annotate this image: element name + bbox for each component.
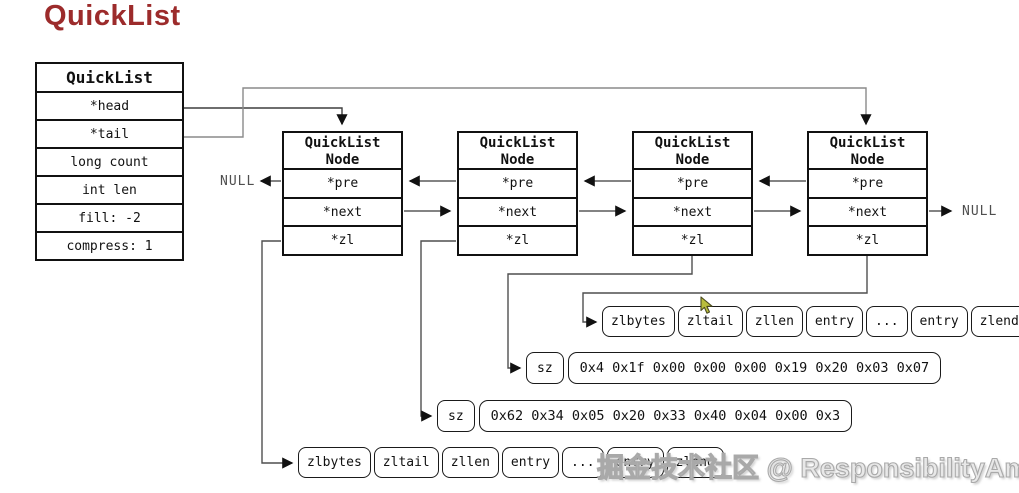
zip-cell-entry: entry: [606, 447, 664, 478]
node-title: QuickList Node: [809, 133, 926, 170]
zip-cell-zlend: zlend: [970, 306, 1019, 337]
quicklist-node-2: QuickList Node *pre *next *zl: [457, 131, 578, 256]
sz-label: sz: [437, 400, 475, 432]
ziplist-top-row: zlbytes zltail zllen entry ... entry zle…: [602, 306, 1019, 337]
node-row-pre: *pre: [851, 175, 884, 191]
quicklist-table-header: QuickList: [66, 68, 153, 87]
node-row-pre: *pre: [501, 175, 534, 191]
table-row-count: long count: [37, 147, 182, 175]
zip-cell-zllen: zllen: [441, 447, 499, 478]
zip-cell-entry: entry: [805, 306, 864, 337]
node-title: QuickList Node: [634, 133, 751, 170]
node-title-line1: QuickList: [304, 135, 381, 151]
null-label-left: NULL: [220, 174, 256, 189]
node-row-zl: *zl: [284, 225, 401, 254]
table-row-tail: *tail: [37, 119, 182, 147]
node-row-zl: *zl: [634, 225, 751, 254]
zip-cell-zlend: zlend: [666, 447, 724, 478]
page-title: QuickList: [44, 0, 181, 32]
node-title-line2: Node: [325, 152, 360, 168]
node-title-line2: Node: [850, 152, 885, 168]
node-row-next: *next: [809, 196, 926, 226]
zip-cell-zltail: zltail: [677, 306, 743, 337]
zip-cell-entry: entry: [910, 306, 968, 337]
watermark-text: 掘金技术社区 @ ResponsibilityAmbiti: [596, 452, 1019, 483]
node-row-pre: *pre: [676, 175, 709, 191]
zip-cell-ellipsis: ...: [866, 306, 908, 337]
sz-row-1: sz 0x4 0x1f 0x00 0x00 0x00 0x19 0x20 0x0…: [526, 352, 942, 384]
table-row-head: *head: [37, 91, 182, 119]
sz-bytes: 0x62 0x34 0x05 0x20 0x33 0x40 0x04 0x00 …: [478, 400, 853, 432]
quicklist-node-4: QuickList Node *pre *next *zl: [807, 131, 928, 256]
zip-cell-zlbytes: zlbytes: [298, 447, 371, 478]
node-row-pre: *pre: [326, 175, 359, 191]
quicklist-node-1: QuickList Node *pre *next *zl: [282, 131, 403, 256]
zip-cell-ellipsis: ...: [562, 447, 604, 478]
zip-cell-zllen: zllen: [745, 306, 803, 337]
node-title: QuickList Node: [284, 133, 401, 170]
zip-cell-entry: entry: [501, 447, 560, 478]
node-row-next: *next: [634, 196, 751, 226]
sz-bytes: 0x4 0x1f 0x00 0x00 0x00 0x19 0x20 0x03 0…: [567, 352, 942, 384]
node-row-next: *next: [459, 196, 576, 226]
node-title-line2: Node: [500, 152, 535, 168]
zip-cell-zlbytes: zlbytes: [602, 306, 675, 337]
node-row-zl: *zl: [809, 225, 926, 254]
sz-row-2: sz 0x62 0x34 0x05 0x20 0x33 0x40 0x04 0x…: [437, 400, 853, 432]
node-row-zl: *zl: [459, 225, 576, 254]
node-title-line2: Node: [675, 152, 710, 168]
ziplist-bottom-row: zlbytes zltail zllen entry ... entry zle…: [298, 447, 724, 478]
table-row-fill: fill: -2: [37, 203, 182, 231]
node-title-line1: QuickList: [654, 135, 731, 151]
null-label-right: NULL: [962, 204, 998, 219]
mouse-cursor-icon: [700, 296, 713, 314]
node-title-line1: QuickList: [479, 135, 556, 151]
sz-label: sz: [526, 352, 564, 384]
table-row-len: int len: [37, 175, 182, 203]
quicklist-table: QuickList *head *tail long count int len…: [35, 62, 184, 261]
node-row-next: *next: [284, 196, 401, 226]
table-row-compress: compress: 1: [37, 231, 182, 259]
quicklist-node-3: QuickList Node *pre *next *zl: [632, 131, 753, 256]
node-title: QuickList Node: [459, 133, 576, 170]
node-title-line1: QuickList: [829, 135, 906, 151]
zip-cell-zltail: zltail: [373, 447, 439, 478]
